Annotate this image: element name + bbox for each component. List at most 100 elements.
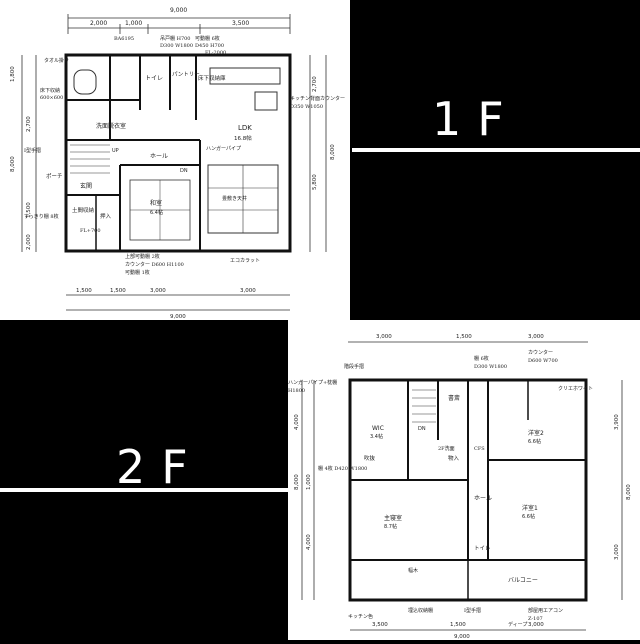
f2-dim-bottom-3: 3,000: [528, 622, 544, 628]
f2-note-3: D300 W1800: [474, 364, 507, 370]
f1-dim-top-3: 9,000: [170, 7, 187, 14]
f2-dim-top-3: 3,000: [528, 334, 544, 340]
f1-note-18: すっきり棚 8枚: [24, 213, 59, 220]
f1-dim-bottom-1: 1,500: [76, 288, 92, 294]
f1-room-japanese: 和室: [150, 199, 162, 207]
f1-dim-bottom-3: 3,000: [150, 288, 166, 294]
f2-note-16: ディープ: [508, 621, 527, 628]
f1-room-ldk: LDK: [238, 124, 252, 132]
f1-note-12: キッチン背面カウンター: [290, 95, 345, 102]
f2-dim-top-1: 3,000: [376, 334, 392, 340]
floor1-label: 1F: [432, 92, 520, 146]
f2-room-hall: ホール: [474, 495, 492, 502]
f1-dim-top-4: 3,500: [232, 20, 249, 27]
f1-note-16: カウンター D600 H1100: [125, 261, 184, 268]
f2-room-mbr-area: 8.7帖: [384, 523, 397, 530]
f2-room-western2-area: 6.6帖: [528, 438, 541, 445]
f1-room-ldk-area: 16.8帖: [234, 134, 252, 142]
f2-note-8: クリエホワイト: [558, 386, 593, 392]
f2-room-study: 書斎: [448, 394, 460, 402]
f1-room-closet: 押入: [100, 212, 112, 220]
f1-room-walkin: 土間収納: [72, 206, 95, 214]
f1-note-3: D300 W1800: [160, 43, 193, 49]
f2-dim-left-4: 4,000: [306, 534, 312, 550]
floor2-plan-panel: 3,000 1,500 3,000 4,000 1,000 8,000 4,00…: [288, 320, 640, 640]
f1-dim-bottom-5: 9,000: [170, 314, 186, 320]
f2-room-closet: 物入: [448, 454, 460, 462]
f2-room-western1: 洋室1: [522, 504, 538, 512]
f2-room-western2: 洋室2: [528, 429, 544, 437]
f1-note-19: I型手摺: [24, 147, 41, 154]
f1-room-toilet: トイレ: [145, 75, 163, 82]
f2-note-13: 埋込収納棚: [408, 607, 433, 614]
f2-note-17: 幅木: [408, 567, 418, 574]
f2-dim-right-1: 3,900: [614, 414, 620, 430]
f2-dim-left-3: 8,000: [294, 474, 300, 490]
f1-dim-bottom-2: 1,500: [110, 288, 126, 294]
floor1-plan: 2,000 1,000 9,000 3,500 1,800 2,700 8,00…: [10, 7, 345, 320]
f1-note-8: D450 H700: [195, 43, 224, 49]
f2-note-14: 部屋用エアコン: [528, 607, 563, 614]
f1-dim-right-3: 5,800: [312, 174, 318, 190]
f2-note-11: キッチン色: [348, 613, 373, 620]
divider-left: [0, 488, 288, 492]
divider-right: [352, 148, 640, 152]
floor2-plan: 3,000 1,500 3,000 4,000 1,000 8,000 4,00…: [288, 334, 632, 640]
f2-room-toilet: トイレ: [474, 546, 491, 552]
f1-room-pantry: パントリー: [172, 71, 200, 78]
f2-note-6: カウンター: [528, 349, 553, 356]
f1-note-9: FL-2000: [205, 50, 226, 56]
f1-room-washroom: 洗面脱衣室: [96, 122, 126, 130]
f1-room-japanese-area: 6.4帖: [150, 209, 163, 216]
f1-dim-right-2: 8,000: [330, 144, 336, 160]
f2-room-ups: 吹抜: [364, 454, 376, 462]
f1-dim-top-2: 1,000: [125, 20, 142, 27]
f2-dim-left-2: 1,000: [306, 474, 312, 490]
f2-note-5: H1800: [288, 388, 305, 394]
f2-room-wic-area: 3.4帖: [370, 433, 383, 440]
f2-dim-left-1: 4,000: [294, 414, 300, 430]
f1-note-20: FL+700: [80, 228, 101, 234]
f1-dim-left-2: 2,700: [26, 116, 32, 132]
f2-note-18: CFS: [474, 446, 485, 452]
f2-note-4: ハンガーパイプ+枕棚: [288, 379, 337, 386]
f1-dim-left-5: 2,000: [26, 234, 32, 250]
f1-note-17: 可動棚 1枚: [125, 269, 150, 276]
f1-note-5: 床下収納: [40, 87, 60, 94]
f2-dim-bottom-2: 1,500: [450, 622, 466, 628]
f2-room-western1-area: 6.6帖: [522, 513, 535, 520]
f1-dim-left-3: 8,000: [10, 156, 16, 172]
f1-dim-bottom-4: 3,000: [240, 288, 256, 294]
f2-dim-right-3: 3,000: [614, 544, 620, 560]
f2-dim-top-2: 1,500: [456, 334, 472, 340]
f2-note-1: 階段手摺: [344, 363, 364, 370]
f2-note-9: 2F洗面: [438, 445, 455, 452]
floor2-label: 2F: [116, 440, 204, 494]
f2-dim-right-2: 8,000: [626, 484, 632, 500]
f1-room-storage: 床下収納庫: [198, 74, 226, 82]
f1-room-hall: ホール: [150, 153, 168, 160]
f2-dim-bottom-1: 3,500: [372, 622, 388, 628]
f1-note-1: BA6195: [114, 36, 134, 42]
f1-note-15: 上部可動棚 2枚: [125, 253, 160, 260]
f1-room-entrance: 玄関: [80, 182, 92, 190]
f2-room-wic: WIC: [372, 425, 384, 432]
f1-note-7: 可動棚 6枚: [195, 35, 220, 42]
f1-dim-left-4: 1,500: [26, 202, 32, 218]
f1-stair-dn: DN: [180, 168, 188, 174]
f1-note-14: エコカラット: [230, 258, 260, 264]
f2-note-15: Z-107: [528, 616, 543, 622]
f2-dim-bottom-4: 9,000: [454, 634, 470, 640]
f1-note-2: 吊戸棚 H700: [160, 35, 191, 42]
f2-note-10: 棚 4枚 D420 W1800: [318, 465, 367, 472]
floor1-plan-panel: 2,000 1,000 9,000 3,500 1,800 2,700 8,00…: [0, 0, 350, 320]
f1-dim-top-1: 2,000: [90, 20, 107, 27]
f1-note-6: 600×600: [40, 95, 63, 101]
f1-room-tatami: 畳敷き天井: [222, 195, 247, 202]
f2-room-balcony: バルコニー: [508, 577, 538, 584]
f1-dim-right-1: 2,700: [312, 76, 318, 92]
f1-stair-up: UP: [112, 148, 119, 154]
f2-note-12: I型手摺: [464, 607, 481, 614]
f2-room-mbr: 主寝室: [384, 514, 402, 522]
